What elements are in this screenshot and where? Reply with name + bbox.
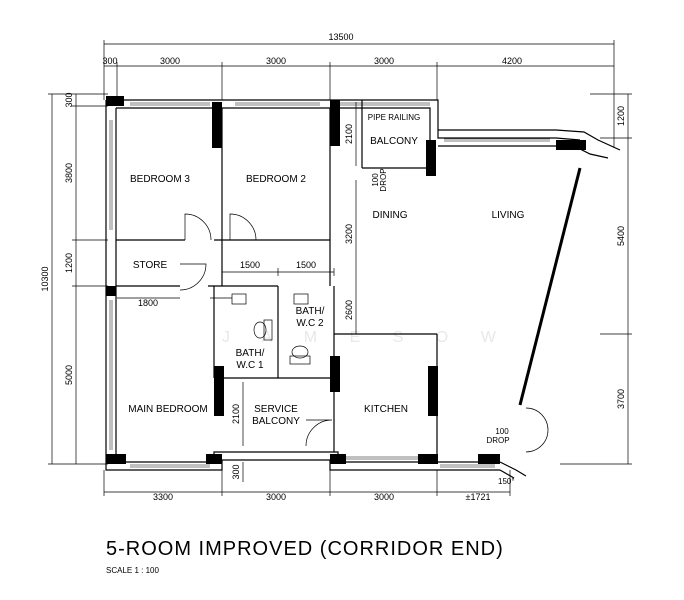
- dim-right-3: 3700: [616, 389, 626, 409]
- room-label-dining: DINING: [373, 210, 408, 221]
- dim-overall-width: 13500: [328, 32, 353, 42]
- room-label-store: STORE: [133, 260, 168, 271]
- drop1-label: DROP: [379, 168, 388, 191]
- dim-top-3: 3000: [266, 56, 286, 66]
- dim-internal-store: 1800: [138, 298, 158, 308]
- room-label-living: LIVING: [492, 210, 525, 221]
- dim-bath-1-width: 1500: [240, 260, 260, 270]
- dim-right-2: 5400: [616, 226, 626, 246]
- dim-right-1: 1200: [616, 106, 626, 126]
- dim-left-overall: 10300: [40, 266, 50, 291]
- drop1-value: 100: [371, 173, 380, 187]
- room-label-bedroom3: BEDROOM 3: [130, 174, 190, 185]
- dim-internal-dining: 3200: [344, 224, 354, 244]
- room-label-service-balcony-line1: SERVICE: [254, 404, 298, 415]
- room-label-bath1-line1: BATH/: [236, 348, 265, 359]
- drop2-value: 100: [495, 427, 509, 436]
- dim-internal-balcony: 2100: [344, 124, 354, 144]
- dim-top-5: 4200: [502, 56, 522, 66]
- room-label-bath1-line2: W.C 1: [236, 360, 264, 371]
- drop2-label: DROP: [486, 436, 509, 445]
- dim-left-3: 1200: [64, 253, 74, 273]
- room-label-service-balcony-line2: BALCONY: [252, 416, 300, 427]
- plan-scale: SCALE 1 : 100: [106, 566, 159, 575]
- dim-bottom-1: 3300: [153, 492, 173, 502]
- dim-internal-corridor: 2600: [344, 300, 354, 320]
- room-label-bedroom2: BEDROOM 2: [246, 174, 306, 185]
- dim-bath-2-width: 1500: [296, 260, 316, 270]
- drop-annotation-balcony: 100 DROP: [371, 168, 388, 191]
- sliding-glass-line: [518, 167, 582, 406]
- dim-internal-service: 2100: [231, 404, 241, 424]
- pipe-railing-label: PIPE RAILING: [368, 113, 420, 122]
- windows: [109, 102, 550, 468]
- plan-title: 5-ROOM IMPROVED (CORRIDOR END): [106, 538, 504, 560]
- room-label-bath2-line1: BATH/: [296, 306, 325, 317]
- dim-bottom-3: 3000: [374, 492, 394, 502]
- columns: [106, 96, 586, 464]
- drop-annotation-living: 100 DROP: [486, 427, 509, 445]
- dim-top-2: 3000: [160, 56, 180, 66]
- dim-internal-step: 300: [231, 464, 241, 479]
- dim-left-2: 3800: [64, 163, 74, 183]
- room-label-balcony: BALCONY: [370, 136, 418, 147]
- bathroom-fixtures: [231, 293, 311, 365]
- dim-left-4: 5000: [64, 365, 74, 385]
- door-swings: [179, 213, 549, 453]
- dim-bottom-4: ±1721: [466, 492, 491, 502]
- dim-top-4: 3000: [374, 56, 394, 66]
- room-label-main-bedroom: MAIN BEDROOM: [128, 404, 207, 415]
- room-label-bath2-line2: W.C 2: [296, 318, 324, 329]
- angle-label: 150°: [498, 477, 515, 486]
- dimension-lines: [48, 40, 632, 496]
- watermark-text: J A M E S O W: [222, 329, 510, 346]
- dim-top-1: 300: [102, 56, 117, 66]
- walls: [105, 99, 621, 479]
- dim-left-1: 300: [64, 92, 74, 107]
- room-label-kitchen: KITCHEN: [364, 404, 408, 415]
- dim-bottom-2: 3000: [266, 492, 286, 502]
